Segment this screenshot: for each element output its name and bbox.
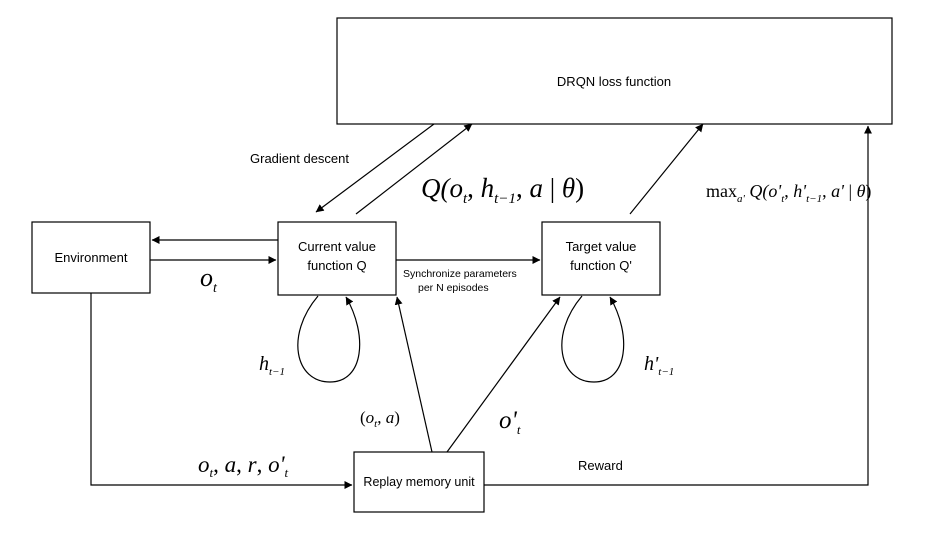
current-value-box <box>277 221 397 296</box>
replay-memory-label: Replay memory unit <box>363 475 475 489</box>
replay-memory-box <box>353 451 485 513</box>
next-obs-formula: o't <box>499 407 521 437</box>
next-obs-arrow <box>446 296 561 453</box>
target-output-arrow <box>629 123 704 215</box>
hidden-target-formula: h't−1 <box>644 353 674 378</box>
target-value-box <box>541 221 661 296</box>
loss-function-box <box>336 17 893 125</box>
environment-label: Environment <box>55 250 128 265</box>
q-value-formula: Q(ot, ht−1, a | θ) <box>421 173 584 207</box>
max-q-formula: maxa' Q(o't, h't−1, a' | θ) <box>706 181 871 205</box>
observation-formula: ot <box>200 263 218 296</box>
obs-action-arrow <box>394 296 433 453</box>
recurrent-loop-current <box>297 295 361 383</box>
obs-action-formula: (ot, a) <box>360 408 400 430</box>
environment-box <box>31 221 151 294</box>
current-value-label-1: Current value <box>298 239 376 254</box>
reward-arrow <box>484 125 872 486</box>
q-output-arrow <box>355 123 473 215</box>
hidden-state-formula: ht−1 <box>259 353 285 378</box>
transition-formula: ot, a, r, o't <box>198 452 289 480</box>
reward-label: Reward <box>578 458 623 473</box>
target-value-label-1: Target value <box>566 239 637 254</box>
gradient-descent-label: Gradient descent <box>250 151 349 166</box>
recurrent-loop-target <box>561 295 625 383</box>
transition-arrow <box>90 293 353 489</box>
loss-function-label: DRQN loss function <box>557 74 671 89</box>
sync-label-1: Synchronize parameters <box>403 268 517 280</box>
sync-label-2: per N episodes <box>418 282 489 294</box>
target-value-label-2: function Q' <box>570 258 632 273</box>
current-value-label-2: function Q <box>307 258 366 273</box>
gradient-arrow <box>315 123 435 213</box>
